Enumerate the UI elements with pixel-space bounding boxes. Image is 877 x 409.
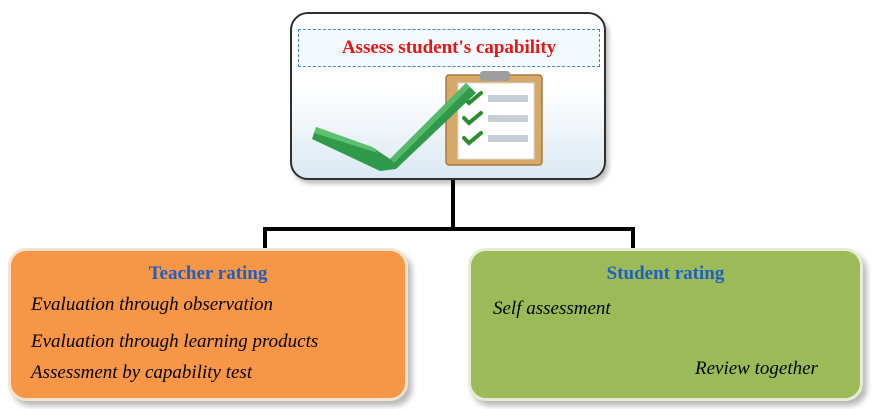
teacher-connector-vertical xyxy=(263,227,267,248)
student-item-review-together: Review together xyxy=(695,358,818,379)
checklist-illustration xyxy=(312,71,543,171)
teacher-item-learning-products: Evaluation through learning products xyxy=(31,331,319,352)
student-item-self-assessment: Self assessment xyxy=(493,298,611,319)
teacher-item-observation: Evaluation through observation xyxy=(31,294,274,315)
teacher-rating-title: Teacher rating xyxy=(148,263,268,284)
student-rating-node: Student rating Self assessment Review to… xyxy=(468,248,863,401)
root-node: Assess student's capability xyxy=(290,12,606,180)
root-connector-vertical xyxy=(451,180,455,229)
student-connector-vertical xyxy=(631,227,635,248)
horizontal-connector xyxy=(263,227,635,231)
student-rating-title: Student rating xyxy=(606,263,725,284)
teacher-rating-node: Teacher rating Evaluation through observ… xyxy=(8,248,408,401)
root-title: Assess student's capability xyxy=(341,37,557,58)
teacher-item-capability-test: Assessment by capability test xyxy=(31,362,253,383)
root-title-frame: Assess student's capability xyxy=(298,29,600,67)
